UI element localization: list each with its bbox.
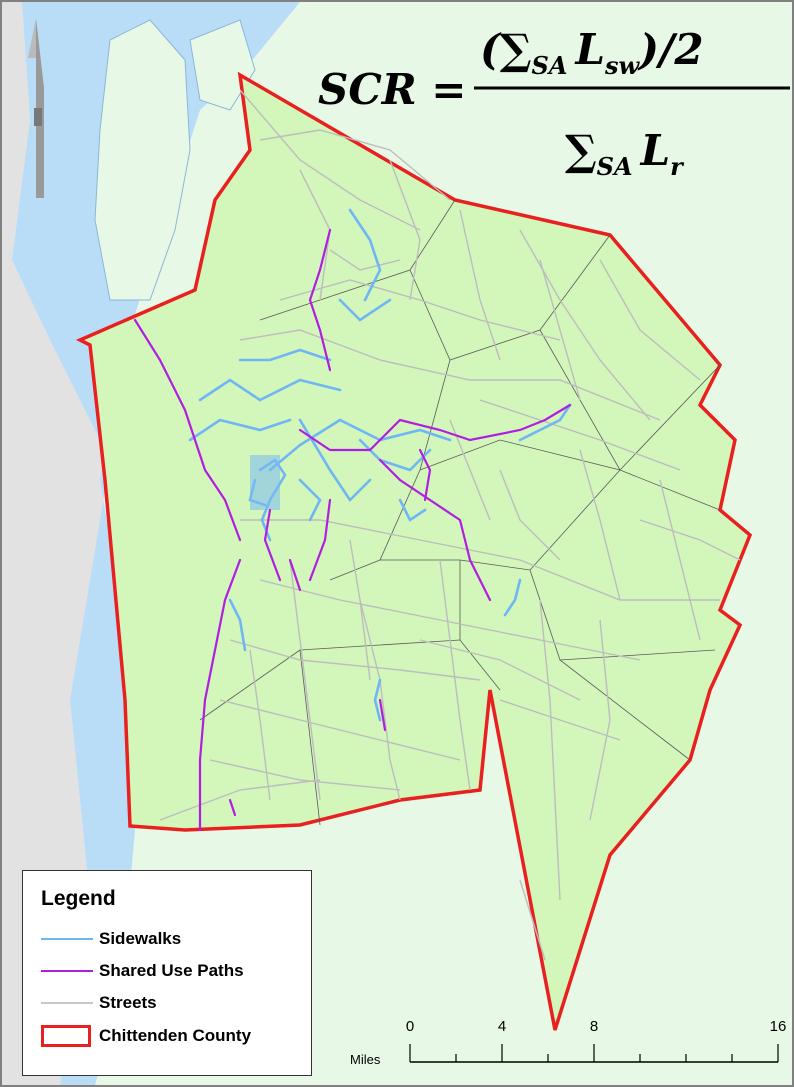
legend: Legend Sidewalks Shared Use Paths Street… [22,870,312,1076]
street-segment [419,639,581,701]
scale-tick-label: 16 [769,1018,787,1035]
legend-label: Shared Use Paths [99,961,244,980]
street-segment [389,159,421,301]
legend-item-shared-use-paths: Shared Use Paths [41,961,244,981]
legend-swatch-paths [41,970,93,972]
scale-units: Miles [350,1052,381,1067]
street-segment [459,209,501,361]
legend-swatch-sidewalks [41,938,93,940]
legend-label: Chittenden County [99,1026,252,1045]
street-segment [279,279,561,341]
western-land [2,2,110,1085]
street-segment [259,129,451,201]
street-segment [589,619,611,821]
street-segment [219,699,461,761]
street-segment [259,579,641,661]
street-segment [599,259,701,381]
legend-label: Streets [99,993,157,1012]
legend-item-sidewalks: Sidewalks [41,929,181,949]
street-segment [249,649,271,801]
formula-lhs: SCR = [318,65,466,114]
scale-tick-label: 4 [497,1018,507,1035]
burlington-sidewalk-cluster [250,455,280,510]
streets-network [159,89,741,961]
street-segment [519,879,546,961]
street-segment [229,639,481,681]
scale-bar-graphic [409,1044,779,1063]
street-segment [209,759,401,791]
street-segment [519,229,651,421]
street-segment [349,539,371,681]
legend-swatch-streets [41,1002,93,1004]
street-segment [439,559,471,791]
chittenden-county-boundary [75,71,753,1031]
island-north [94,19,191,301]
street-segment [329,249,401,271]
legend-label: Sidewalks [99,929,182,948]
legend-item-streets: Streets [41,993,157,1013]
street-segment [539,599,561,901]
street-segment [539,259,581,401]
scale-tick-label: 8 [589,1018,599,1035]
street-segment [289,559,321,801]
street-segment [499,469,561,561]
street-segment [239,89,421,231]
legend-item-chittenden-county: Chittenden County [41,1025,251,1047]
street-segment [579,449,621,601]
scale-bar: Miles 0 4 8 16 [350,1018,790,1078]
street-segment [159,779,321,821]
street-segment [479,399,681,471]
shared-use-paths [133,228,572,832]
street-segment [499,699,621,741]
scale-tick-label: 0 [405,1018,415,1035]
legend-swatch-county [41,1025,91,1047]
north-arrow-icon [28,18,44,198]
lake-water [12,2,300,1085]
street-segment [639,519,741,561]
street-segment [240,519,720,601]
street-segment [659,479,701,641]
street-segment [359,599,401,801]
legend-title: Legend [41,887,116,910]
